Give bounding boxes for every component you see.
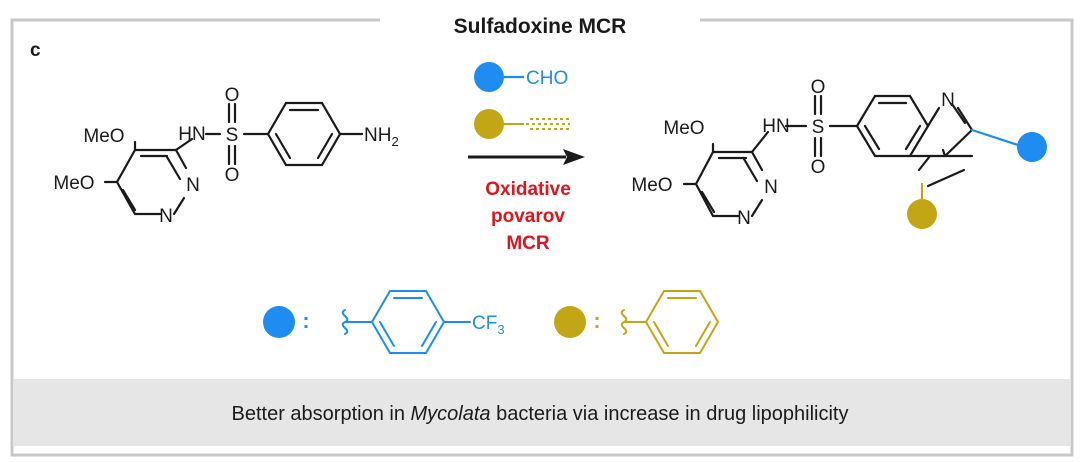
phenyl-group (620, 290, 720, 354)
reactant-sulfur: S (226, 125, 239, 146)
product-quinoline-nitrogen: N (941, 90, 955, 111)
product-oxygen-top: O (811, 77, 826, 98)
product-meo-bottom: MeO (631, 175, 672, 196)
legend-gold-dot (554, 306, 586, 338)
legend-blue-colon: : (303, 310, 310, 333)
legend-blue-dot (263, 306, 295, 338)
aldehyde-label: CHO (526, 68, 568, 89)
reactant-meo-bottom: MeO (53, 173, 94, 194)
reactant-structure: MeO MeO HN S O O N N NH2 (53, 85, 398, 227)
reactant-nitrogen-right: N (186, 175, 200, 196)
product-gold-substituent (907, 199, 937, 229)
blue-substituent-dot (474, 62, 504, 92)
product-hn: HN (762, 116, 789, 137)
product-nitrogen-bottom: N (737, 208, 751, 229)
reactant-oxygen-bottom: O (225, 165, 240, 186)
product-blue-substituent (1017, 132, 1047, 162)
product-oxygen-bottom: O (811, 157, 826, 178)
condition-line-2: povarov (491, 206, 565, 227)
product-atoms: MeO MeO HN S O O N N N (631, 77, 954, 229)
panel-frame (10, 18, 1074, 457)
product-structure: MeO MeO HN S O O N N N (631, 77, 1047, 229)
condition-line-3: MCR (506, 233, 550, 254)
panel-label: c (30, 40, 41, 61)
reactant-hn: HN (178, 124, 205, 145)
arrow-condition-label: Oxidative povarov MCR (485, 179, 571, 254)
cf3-label: CF3 (472, 313, 505, 337)
reactant-bonds (103, 101, 364, 216)
reactant-amine: NH2 (364, 125, 399, 149)
alkyne-bonds (504, 118, 570, 130)
product-nitrogen-right: N (764, 177, 778, 198)
reactant-nitrogen-bottom: N (159, 206, 173, 227)
footer-caption: Better absorption in Mycolata bacteria v… (232, 403, 849, 425)
reaction-arrow (468, 149, 585, 165)
reactant-atoms: MeO MeO HN S O O N N NH2 (53, 85, 398, 227)
legend-gold: : (554, 290, 720, 354)
reagents: CHO (474, 62, 570, 139)
reactant-oxygen-top: O (225, 85, 240, 106)
product-bonds (682, 94, 1020, 218)
product-meo-top: MeO (663, 118, 704, 139)
scheme-title: Sulfadoxine MCR (454, 15, 627, 38)
condition-line-1: Oxidative (485, 179, 571, 200)
product-sulfur: S (812, 117, 825, 138)
reactant-meo-top: MeO (83, 126, 124, 147)
gold-substituent-dot (474, 109, 504, 139)
footer-band (13, 379, 1071, 446)
trifluoromethylphenyl (341, 290, 471, 354)
legend-gold-colon: : (594, 310, 601, 333)
legend-blue: : CF3 (263, 290, 505, 354)
